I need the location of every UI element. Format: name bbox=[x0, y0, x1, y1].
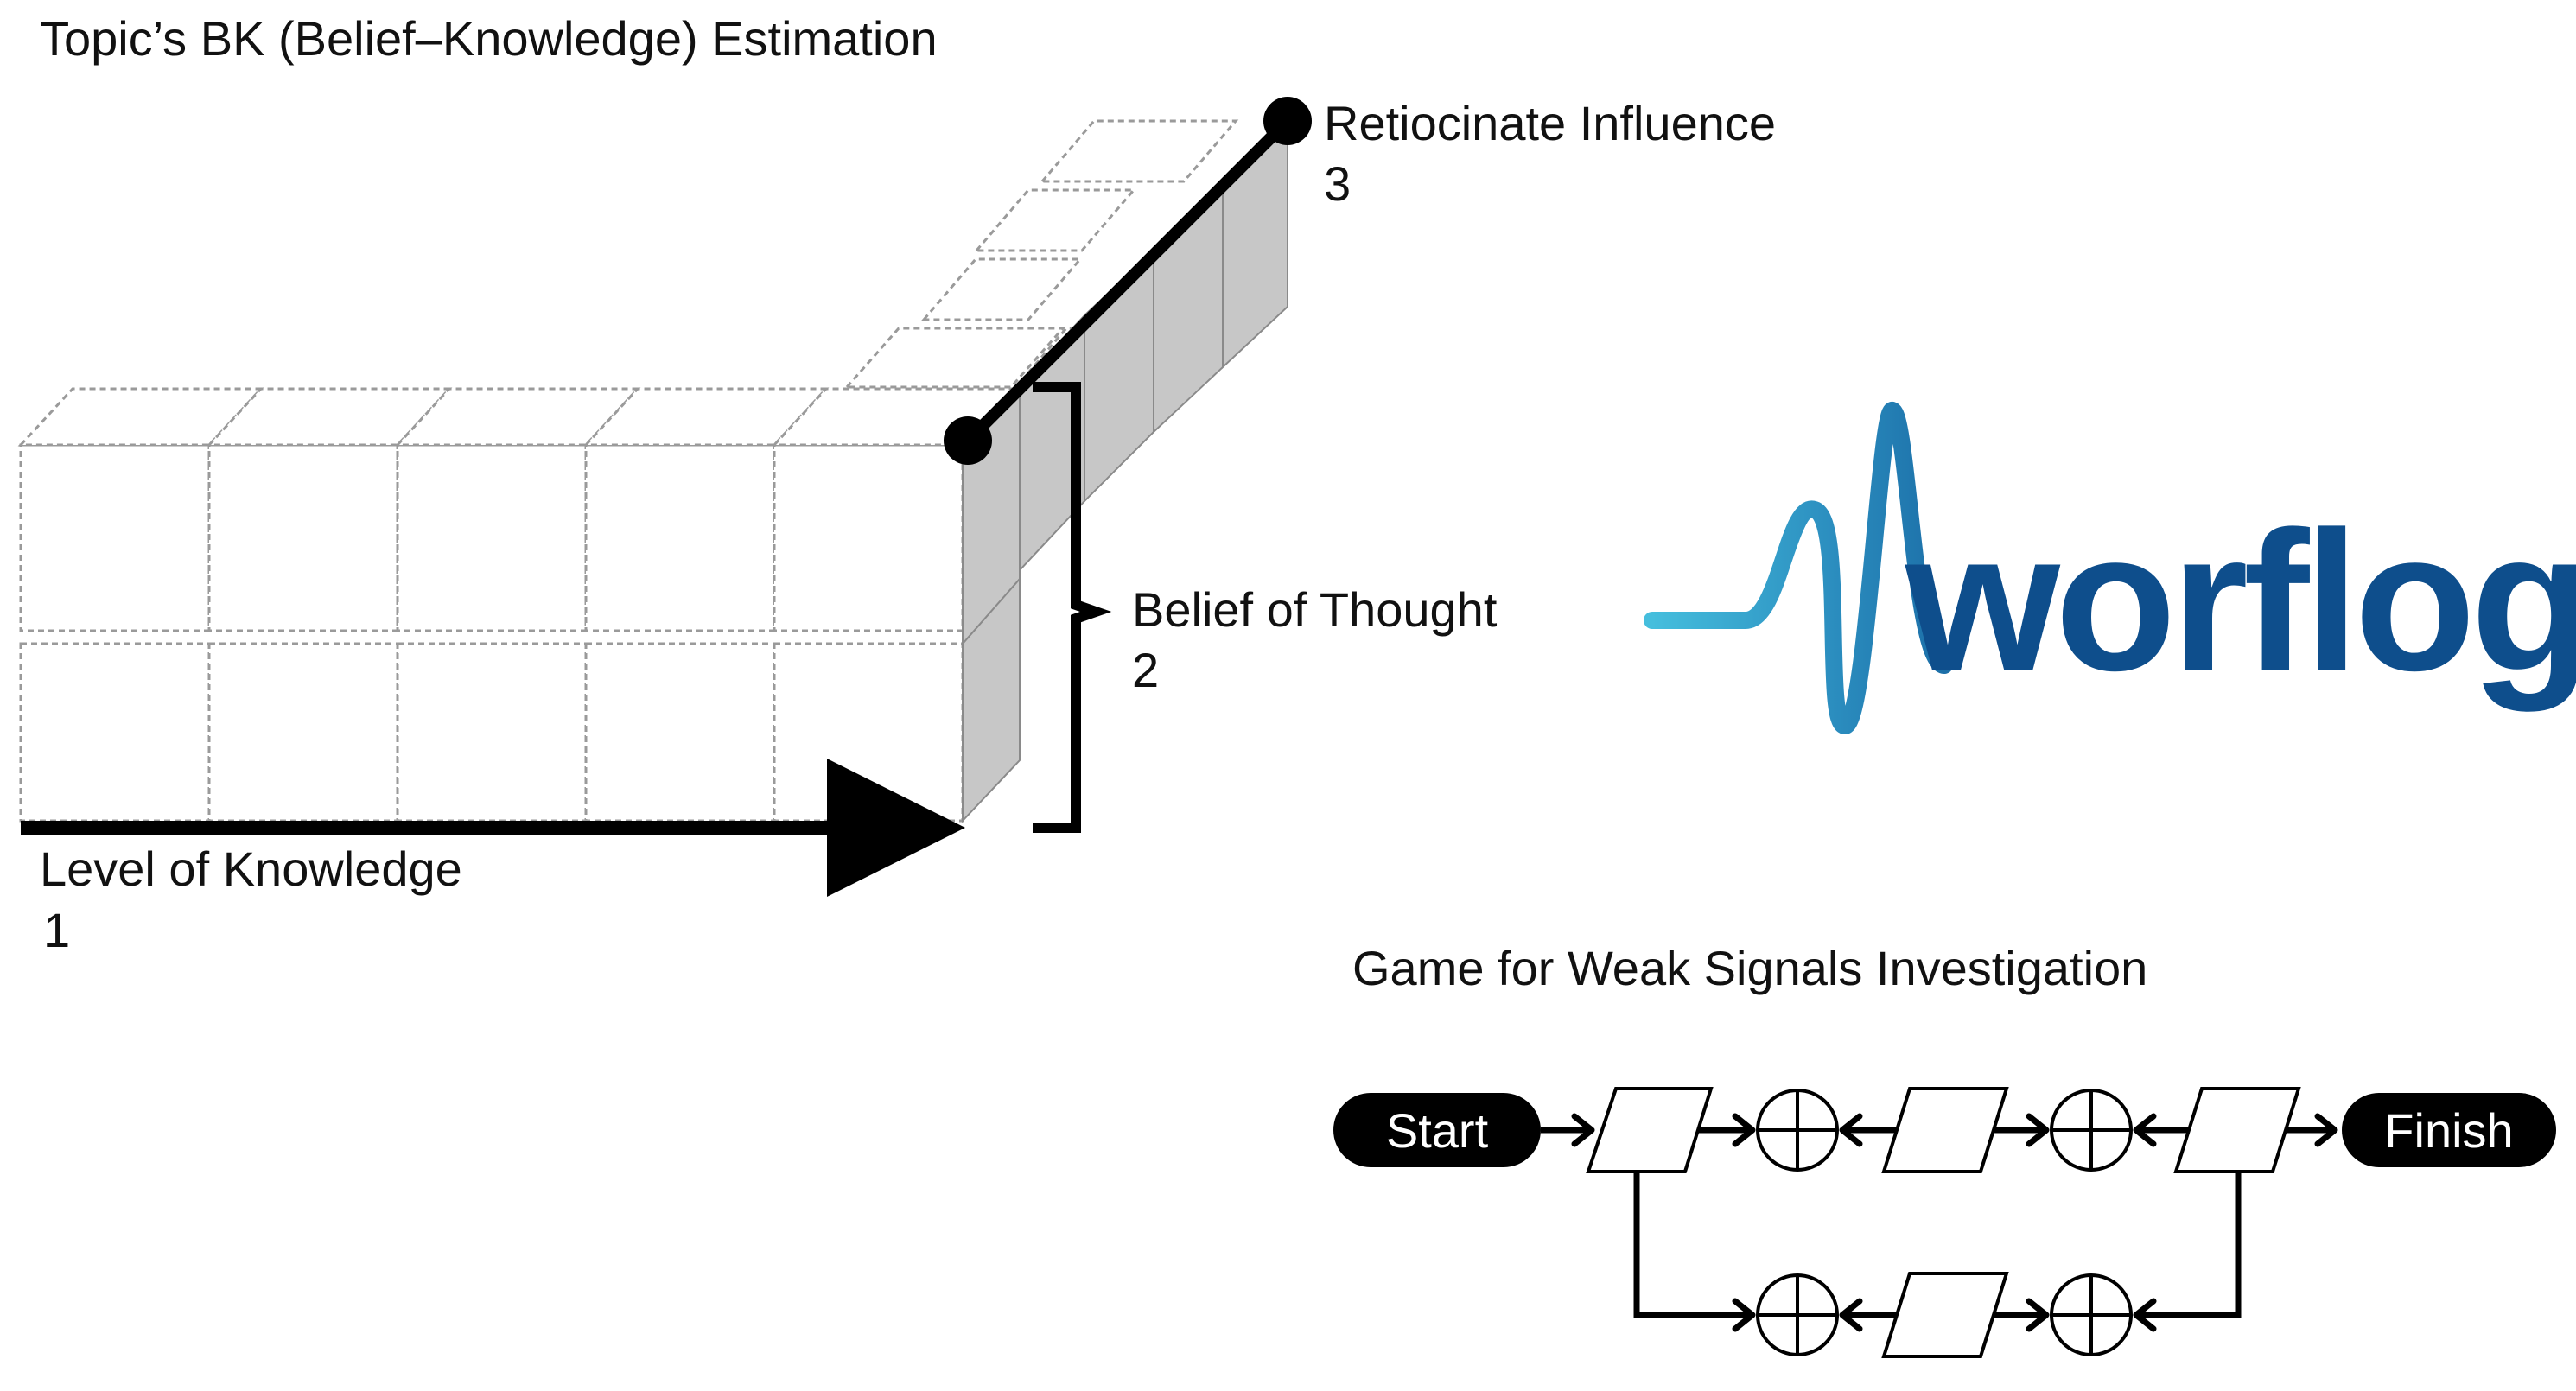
cube-top-4 bbox=[584, 443, 776, 632]
cube-top-2 bbox=[207, 443, 399, 632]
finish-node: Finish bbox=[2342, 1093, 2556, 1167]
influence-axis-label: Retiocinate Influence bbox=[1324, 96, 1776, 150]
start-label: Start bbox=[1386, 1103, 1489, 1158]
logo-wave-icon bbox=[1644, 401, 1953, 734]
process-boxes bbox=[1586, 1087, 2301, 1358]
bk-diagram: Topic’s BK (Belief–Knowledge) Estimation bbox=[17, 11, 1776, 957]
cube-top-3 bbox=[396, 443, 588, 632]
process-box-1 bbox=[1586, 1087, 1714, 1173]
arrow-box3-j4 bbox=[2138, 1172, 2242, 1318]
knowledge-axis-label: Level of Knowledge bbox=[40, 842, 462, 896]
finish-pill bbox=[2342, 1093, 2556, 1167]
belief-axis-number: 2 bbox=[1132, 643, 1159, 697]
process-box-3 bbox=[2173, 1087, 2301, 1173]
cube-top-1 bbox=[19, 443, 211, 632]
influence-start-dot bbox=[944, 416, 992, 465]
process-box-4 bbox=[1881, 1272, 2009, 1358]
influence-axis-line bbox=[964, 117, 1292, 445]
flow-connectors bbox=[1541, 1127, 2333, 1318]
finish-label: Finish bbox=[2384, 1103, 2513, 1158]
start-node: Start bbox=[1333, 1093, 1541, 1167]
worflogy-logo: worflogy bbox=[1644, 401, 2576, 734]
knowledge-axis-number: 1 bbox=[43, 903, 70, 957]
logo-wordmark: worflogy bbox=[1905, 490, 2576, 712]
junction-crosses bbox=[1758, 1090, 2131, 1355]
belief-axis-label: Belief of Thought bbox=[1132, 582, 1498, 637]
belief-bracket bbox=[1033, 382, 1112, 833]
arrow-box1-j3 bbox=[1633, 1172, 1751, 1318]
process-box-2 bbox=[1881, 1087, 2009, 1173]
game-title: Game for Weak Signals Investigation bbox=[1352, 941, 2147, 995]
cube-bottom-1 bbox=[19, 642, 211, 823]
influence-end-dot bbox=[1263, 97, 1312, 145]
game-diagram: Game for Weak Signals Investigation Star… bbox=[1333, 941, 2556, 1358]
column-top-2 bbox=[920, 257, 1084, 321]
cube-bottom-5 bbox=[773, 642, 964, 823]
column-top-3 bbox=[973, 188, 1137, 252]
column-top-5 bbox=[843, 327, 1066, 389]
cube-grid bbox=[17, 119, 1239, 823]
cube-bottom-2 bbox=[207, 642, 399, 823]
flow-arrowheads bbox=[1571, 1113, 2338, 1332]
cube-bottom-3 bbox=[396, 642, 588, 823]
start-pill bbox=[1333, 1093, 1541, 1167]
cube-bottom-4 bbox=[584, 642, 776, 823]
influence-axis-number: 3 bbox=[1324, 156, 1351, 211]
bk-title: Topic’s BK (Belief–Knowledge) Estimation bbox=[40, 11, 938, 66]
column-top-4 bbox=[1039, 119, 1239, 183]
cube-top-5 bbox=[773, 443, 964, 632]
